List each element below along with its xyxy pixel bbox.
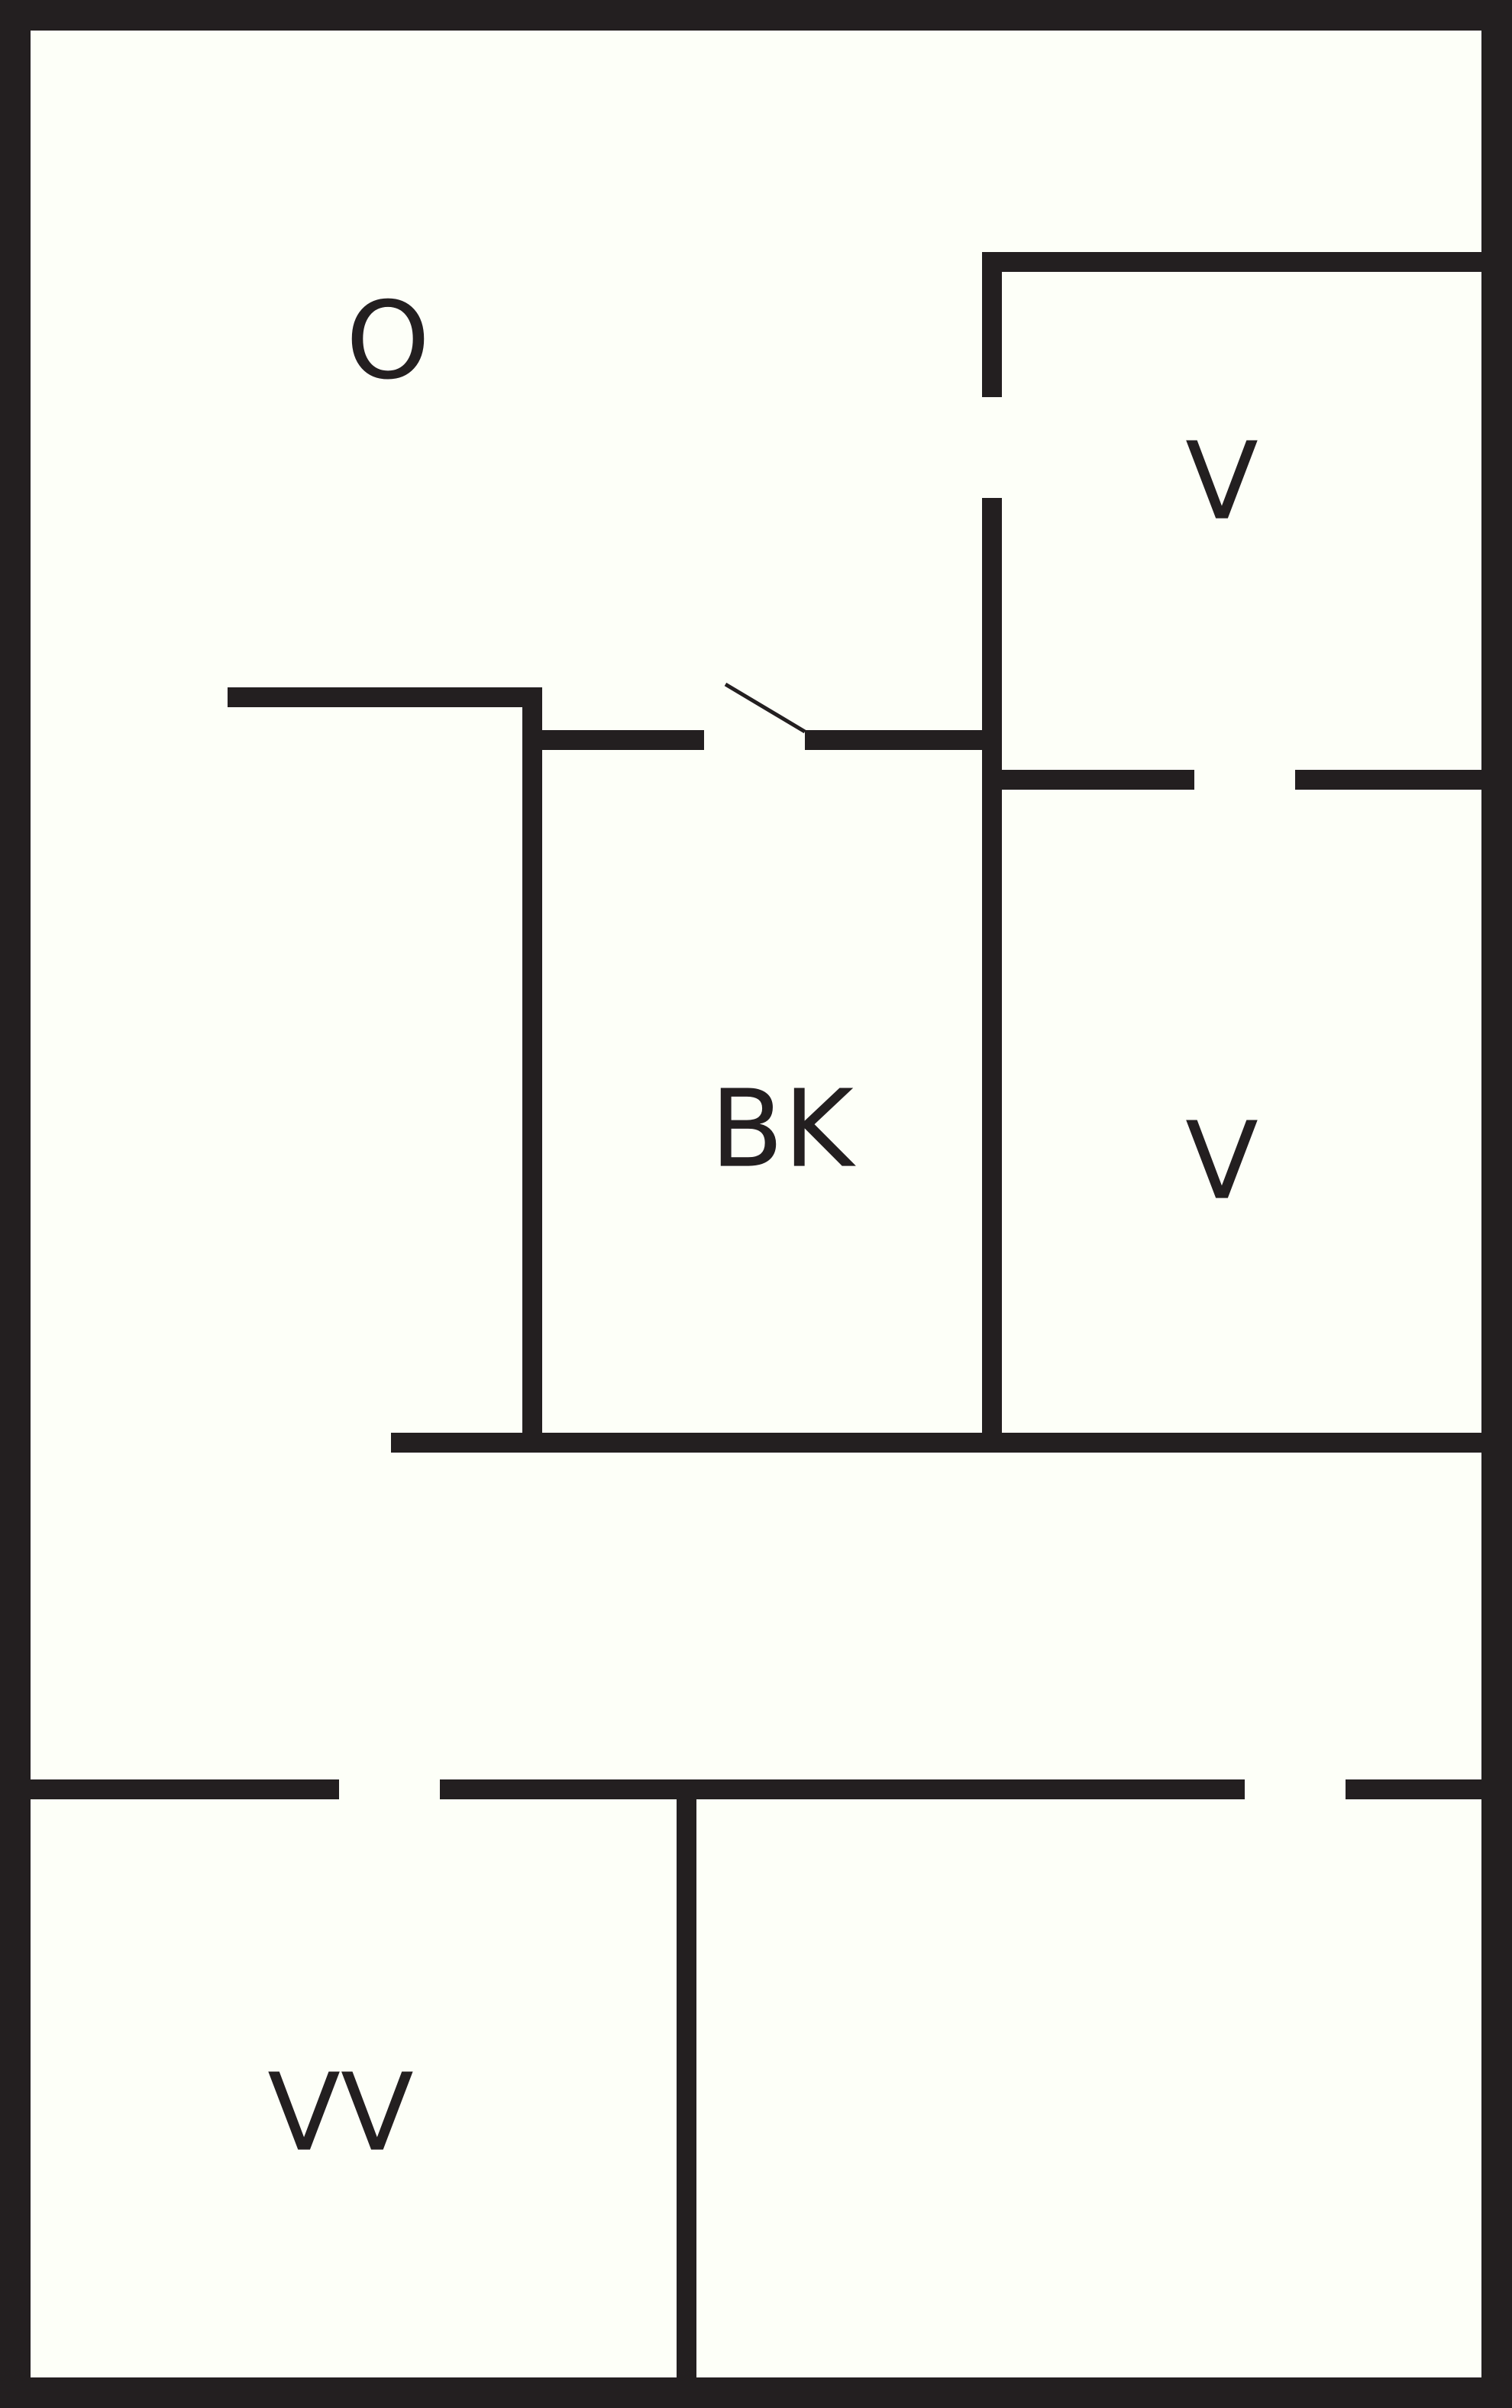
room-label-v-upper: V xyxy=(1185,420,1258,545)
wall-bk-left xyxy=(522,730,542,1440)
wall-v-upper-left-b xyxy=(982,498,1002,1442)
wall-mid-horizontal xyxy=(391,1433,1481,1453)
wall-v-upper-top xyxy=(982,252,1481,272)
outer-wall-bottom xyxy=(0,2377,1512,2408)
room-label-vv: VV xyxy=(267,2051,414,2176)
door-swing xyxy=(724,682,806,734)
wall-lower-c xyxy=(1346,1779,1481,1799)
outer-wall-left xyxy=(0,0,31,2408)
room-label-v-lower: V xyxy=(1185,1100,1258,1224)
wall-stub-o xyxy=(228,687,541,707)
wall-v-divider-b xyxy=(1295,770,1481,790)
room-label-o: O xyxy=(346,280,430,404)
wall-bk-top-a xyxy=(522,730,704,750)
wall-bk-top-b xyxy=(805,730,1002,750)
wall-v-upper-left-a xyxy=(982,252,1002,397)
outer-wall-top xyxy=(0,0,1512,31)
outer-wall-right xyxy=(1481,0,1512,2408)
wall-lower-b xyxy=(440,1779,1245,1799)
room-label-bk: BK xyxy=(710,1068,856,1192)
wall-vv-right xyxy=(677,1779,696,2390)
wall-v-divider-a xyxy=(982,770,1194,790)
wall-lower-a xyxy=(31,1779,339,1799)
